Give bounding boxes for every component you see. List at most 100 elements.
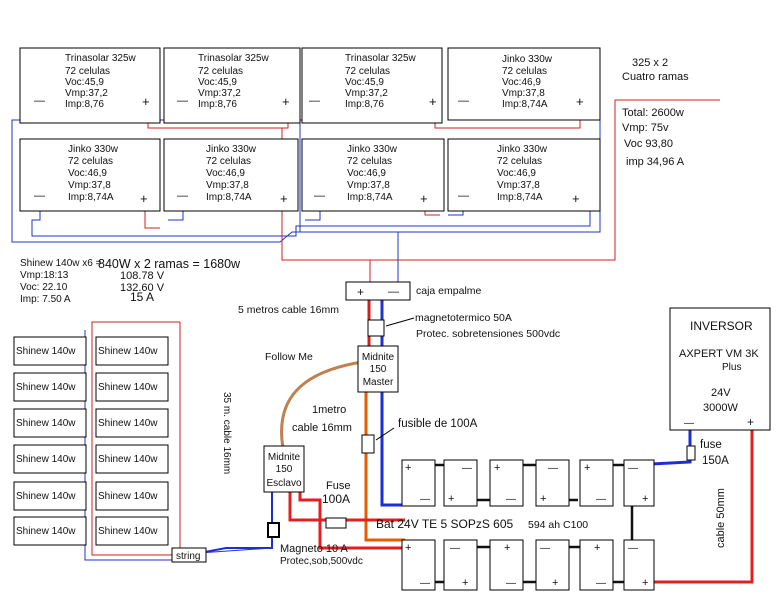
svg-text:—: — — [420, 578, 430, 589]
svg-text:—: — — [628, 543, 638, 554]
panel-jinko-2: Jinko 330w 72 celulas Voc:46,9 Vmp:37,8 … — [163, 138, 299, 212]
inverter-fuse-line1: fuse — [700, 439, 722, 451]
shinew-panel: Shinew 140w — [95, 408, 169, 438]
panel-name: Trinasolar 325w — [65, 53, 137, 64]
slave-line2: 150 — [276, 464, 293, 475]
string-label: string — [176, 551, 200, 562]
battery-cell: —+ — [623, 539, 655, 591]
battery-cell: —+ — [443, 459, 478, 507]
battery-label: Bat 24V TE 5 SOPzS 605 — [376, 517, 514, 531]
array-voc: Voc 93,80 — [624, 138, 673, 150]
slave-fuse-line1: Fuse — [326, 480, 350, 492]
positive-terminal: + — [140, 191, 148, 206]
shinew-title: Shinew 140w x6 = — [20, 258, 102, 269]
cable-35m-label: 35 m. cable 16mm — [221, 392, 232, 474]
battery-capacity-label: 594 ah C100 — [528, 519, 588, 531]
svg-text:+: + — [584, 462, 590, 474]
inverter-fuse-line2: 150A — [702, 455, 729, 467]
panel-name: Jinko 330w — [502, 54, 553, 65]
wire-slave-pos-battery-2 — [298, 492, 405, 550]
shinew-panel-grid: Shinew 140w Shinew 140w Shinew 140w Shin… — [13, 336, 169, 546]
wire-inverter-pos — [645, 430, 754, 584]
positive-terminal: + — [282, 94, 290, 109]
panel-voc: Voc:45,9 — [198, 77, 237, 88]
positive-terminal: + — [429, 94, 437, 109]
panel-imp: Imp:8,74A — [497, 192, 543, 203]
shinew-voc-label: Voc: 22.10 — [20, 282, 68, 293]
svg-text:Shinew 140w: Shinew 140w — [98, 526, 158, 537]
panel-imp: Imp:8,76 — [65, 99, 104, 110]
magneto-10a-icon — [267, 522, 280, 538]
master-line3: Master — [363, 377, 394, 388]
svg-text:+: + — [405, 462, 411, 474]
svg-text:+: + — [448, 493, 454, 505]
svg-text:—: — — [548, 463, 558, 474]
slave-line3: Esclavo — [266, 478, 301, 489]
inverter-model-line2: Plus — [722, 362, 741, 373]
battery-cell: +— — [579, 459, 614, 507]
svg-text:Shinew 140w: Shinew 140w — [16, 418, 76, 429]
slave-line1: Midnite — [268, 452, 301, 463]
wire-slave-neg — [204, 492, 273, 553]
svg-text:—: — — [596, 578, 606, 589]
panel-imp: Imp:8,74A — [68, 192, 114, 203]
wire-pos-to-junction — [281, 99, 720, 261]
negative-terminal: — — [177, 95, 188, 107]
inverter: INVERSOR AXPERT VM 3K Plus 24V 3000W — + — [669, 307, 771, 431]
svg-text:Shinew 140w: Shinew 140w — [98, 454, 158, 465]
array-config-line2: Cuatro ramas — [622, 71, 689, 83]
battery-cell: +— — [489, 539, 524, 591]
panel-vmp: Vmp:37,2 — [65, 88, 108, 99]
junction-negative: — — [388, 286, 399, 298]
panel-jinko-1: Jinko 330w 72 celulas Voc:46,9 Vmp:37,8 … — [19, 138, 161, 212]
shinew-vmp-label: Vmp:18:13 — [20, 270, 69, 281]
svg-text:—: — — [506, 494, 516, 505]
battery-cell: +— — [401, 539, 436, 591]
panel-cells: 72 celulas — [68, 156, 113, 167]
cable-5m-label: 5 metros cable 16mm — [238, 304, 339, 316]
slave-fuse-line2: 100A — [322, 492, 350, 506]
svg-text:+: + — [594, 542, 600, 554]
shinew-formula: 840W x 2 ramas = 1680w — [98, 257, 241, 271]
magneto-label-line2: Protec,sob,500vdc — [280, 556, 363, 567]
svg-text:—: — — [596, 494, 606, 505]
panel-cells: 72 celulas — [347, 156, 392, 167]
shinew-imp-label: Imp: 7.50 A — [20, 294, 71, 305]
panel-imp: Imp:8,76 — [345, 99, 384, 110]
svg-text:+: + — [642, 493, 648, 505]
negative-terminal: — — [309, 95, 320, 107]
battery-cell: —+ — [623, 459, 655, 507]
positive-terminal: + — [280, 191, 288, 206]
follow-me-label: Follow Me — [265, 351, 313, 363]
inverter-positive: + — [747, 415, 754, 429]
shinew-panel: Shinew 140w — [95, 336, 169, 366]
panel-imp: Imp:8,76 — [198, 99, 237, 110]
wire-shinew-red — [91, 321, 180, 556]
battery-cell: —+ — [443, 539, 478, 591]
negative-terminal: — — [34, 190, 45, 202]
panel-jinko-4: Jinko 330w 72 celulas Voc:46,9 Vmp:37,8 … — [447, 138, 601, 212]
panel-imp: Imp:8,74A — [206, 192, 252, 203]
panel-voc: Voc:45,9 — [65, 77, 104, 88]
panel-imp: Imp:8,74A — [347, 192, 393, 203]
master-line1: Midnite — [362, 352, 395, 363]
panel-name: Jinko 330w — [347, 144, 398, 155]
svg-text:—: — — [450, 543, 460, 554]
array-imp: imp 34,96 A — [626, 156, 685, 168]
panel-cells: 72 celulas — [65, 66, 110, 77]
panel-name: Jinko 330w — [497, 144, 548, 155]
panel-vmp: Vmp:37,8 — [497, 180, 540, 191]
array-vmp: Vmp: 75v — [622, 122, 669, 134]
wire-follow-me — [280, 360, 363, 449]
master-fuse-label: fusible de 100A — [398, 418, 478, 430]
panel-cells: 72 celulas — [502, 66, 547, 77]
svg-text:Shinew 140w: Shinew 140w — [16, 491, 76, 502]
svg-text:Shinew 140w: Shinew 140w — [16, 526, 76, 537]
shinew-voc-value: 132.60 V — [120, 282, 165, 294]
svg-text:—: — — [628, 463, 638, 474]
svg-text:Shinew 140w: Shinew 140w — [98, 382, 158, 393]
svg-text:+: + — [540, 493, 546, 505]
panel-cells: 72 celulas — [198, 66, 243, 77]
midnite-slave-controller: Midnite 150 Esclavo — [263, 445, 305, 493]
shinew-panel: Shinew 140w — [95, 444, 169, 474]
